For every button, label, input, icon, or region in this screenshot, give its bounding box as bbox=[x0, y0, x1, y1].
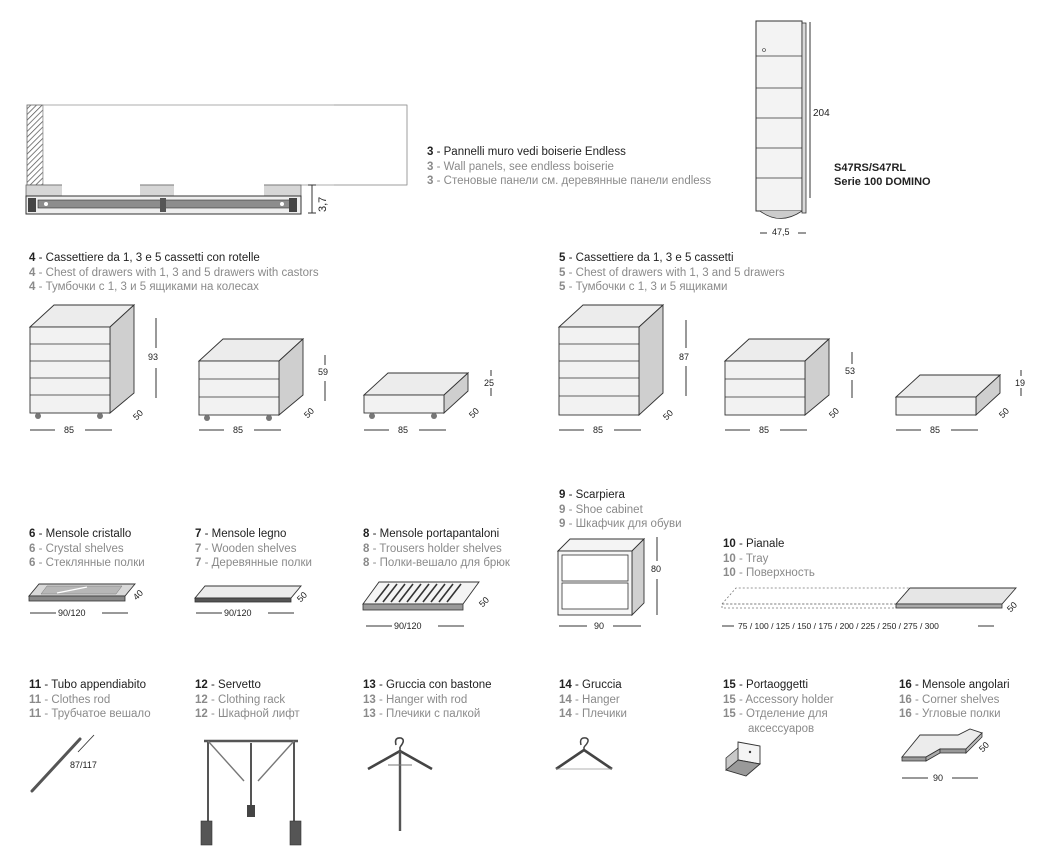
chest-5a-width-line bbox=[559, 429, 641, 431]
chest-4c-width-line bbox=[364, 429, 446, 431]
column-height-line bbox=[809, 22, 811, 198]
corner-shelf-width-line bbox=[902, 777, 978, 779]
chest-1-drawer-castors bbox=[362, 371, 470, 419]
chest-3-drawers bbox=[723, 337, 831, 416]
trousers-shelf-width: 90/120 bbox=[394, 621, 422, 631]
chest-4b-width-line bbox=[199, 429, 281, 431]
chest-4c-height: 25 bbox=[484, 378, 495, 388]
chest-5c-width: 85 bbox=[930, 425, 941, 435]
trousers-shelf-drawing bbox=[362, 581, 480, 611]
crystal-shelf-width-line bbox=[30, 612, 128, 614]
section-9-label: 9 - Scarpiera 9 - Shoe cabinet 9 - Шкафч… bbox=[559, 489, 682, 530]
chest-4c-height-line bbox=[490, 370, 492, 396]
section-8-label: 8 - Mensole portapantaloni 8 - Trousers … bbox=[363, 528, 510, 569]
accessory-holder-drawing bbox=[725, 741, 762, 777]
chest-5a-height: 87 bbox=[679, 352, 690, 362]
shoe-cabinet-width: 90 bbox=[594, 621, 605, 631]
wooden-shelf-width-line bbox=[196, 612, 294, 614]
section-5-label: 5 - Cassettiere da 1, 3 e 5 cassetti 5 -… bbox=[559, 252, 785, 293]
chest-3-drawers-castors bbox=[197, 337, 305, 421]
crystal-shelf-drawing bbox=[28, 583, 136, 602]
chest-4b-height-line bbox=[324, 355, 326, 401]
section-4-label: 4 - Cassettiere da 1, 3 e 5 cassetti con… bbox=[29, 252, 319, 293]
chest-4a-width: 85 bbox=[64, 425, 75, 435]
clothes-rod-length: 87/117 bbox=[70, 760, 97, 770]
chest-4c-width: 85 bbox=[398, 425, 409, 435]
clothing-rack-drawing bbox=[200, 739, 302, 846]
section-6-label: 6 - Mensole cristallo 6 - Crystal shelve… bbox=[29, 528, 145, 569]
chest-5c-height: 19 bbox=[1015, 378, 1026, 388]
wooden-shelf-width: 90/120 bbox=[224, 608, 252, 618]
section-13-label: 13 - Gruccia con bastone 13 - Hanger wit… bbox=[363, 679, 492, 720]
product-code: S47RS/S47RL Serie 100 DOMINO bbox=[834, 162, 931, 188]
wall-panel-drawing bbox=[25, 104, 408, 215]
chest-5b-width: 85 bbox=[759, 425, 770, 435]
tray-width-line bbox=[722, 625, 994, 627]
chest-5a-height-line bbox=[685, 320, 687, 396]
chest-5a-width: 85 bbox=[593, 425, 604, 435]
section-7-label: 7 - Mensole legno 7 - Wooden shelves 7 -… bbox=[195, 528, 312, 569]
section-12-label: 12 - Servetto 12 - Clothing rack 12 - Шк… bbox=[195, 679, 300, 720]
chest-5b-height: 53 bbox=[845, 366, 856, 376]
section-15-label: 15 - Portaoggetti 15 - Accessory holder … bbox=[723, 679, 834, 735]
wooden-shelf-drawing bbox=[194, 585, 302, 603]
column-depth-line bbox=[760, 232, 806, 234]
tray-width: 75 / 100 / 125 / 150 / 175 / 200 / 225 /… bbox=[738, 621, 939, 631]
chest-4a-height-line bbox=[155, 318, 157, 398]
tray-drawing bbox=[721, 587, 1017, 609]
chest-1-drawer bbox=[894, 373, 1002, 417]
tall-column-drawing bbox=[755, 20, 807, 219]
hanger-with-rod-drawing bbox=[367, 737, 433, 831]
section-11-label: 11 - Tubo appendiabito 11 - Clothes rod … bbox=[29, 679, 151, 720]
column-depth-label: 47,5 bbox=[772, 227, 790, 237]
panel-dim-line bbox=[308, 184, 316, 214]
chest-5c-width-line bbox=[896, 429, 978, 431]
section-16-label: 16 - Mensole angolari 16 - Corner shelve… bbox=[899, 679, 1010, 720]
hanger-drawing bbox=[555, 737, 613, 771]
shoe-cabinet-width-line bbox=[559, 625, 641, 627]
crystal-shelf-width: 90/120 bbox=[58, 608, 86, 618]
section-3-label: 3 - Pannelli muro vedi boiserie Endless … bbox=[427, 146, 712, 187]
shoe-cabinet-drawing bbox=[556, 537, 646, 617]
chest-5b-width-line bbox=[725, 429, 807, 431]
chest-5-drawers bbox=[557, 303, 665, 417]
chest-4b-width: 85 bbox=[233, 425, 244, 435]
chest-5-drawers-castors bbox=[28, 303, 136, 419]
chest-5c-height-line bbox=[1020, 370, 1022, 396]
chest-5b-height-line bbox=[851, 352, 853, 398]
corner-shelf-width: 90 bbox=[933, 773, 944, 783]
chest-4a-width-line bbox=[30, 429, 112, 431]
chest-4a-height: 93 bbox=[148, 352, 159, 362]
trousers-shelf-width-line bbox=[366, 625, 464, 627]
panel-dim-label: 3,7 bbox=[317, 196, 329, 212]
corner-shelf-drawing bbox=[901, 728, 983, 762]
section-10-label: 10 - Pianale 10 - Tray 10 - Поверхность bbox=[723, 538, 815, 579]
section-14-label: 14 - Gruccia 14 - Hanger 14 - Плечики bbox=[559, 679, 627, 720]
column-height-label: 204 bbox=[813, 108, 830, 119]
wall-panel-extension bbox=[334, 104, 408, 186]
shoe-cabinet-height-line bbox=[656, 537, 658, 615]
clothes-rod-drawing bbox=[30, 734, 95, 793]
chest-4b-height: 59 bbox=[318, 367, 329, 377]
shoe-cabinet-height: 80 bbox=[651, 564, 662, 574]
